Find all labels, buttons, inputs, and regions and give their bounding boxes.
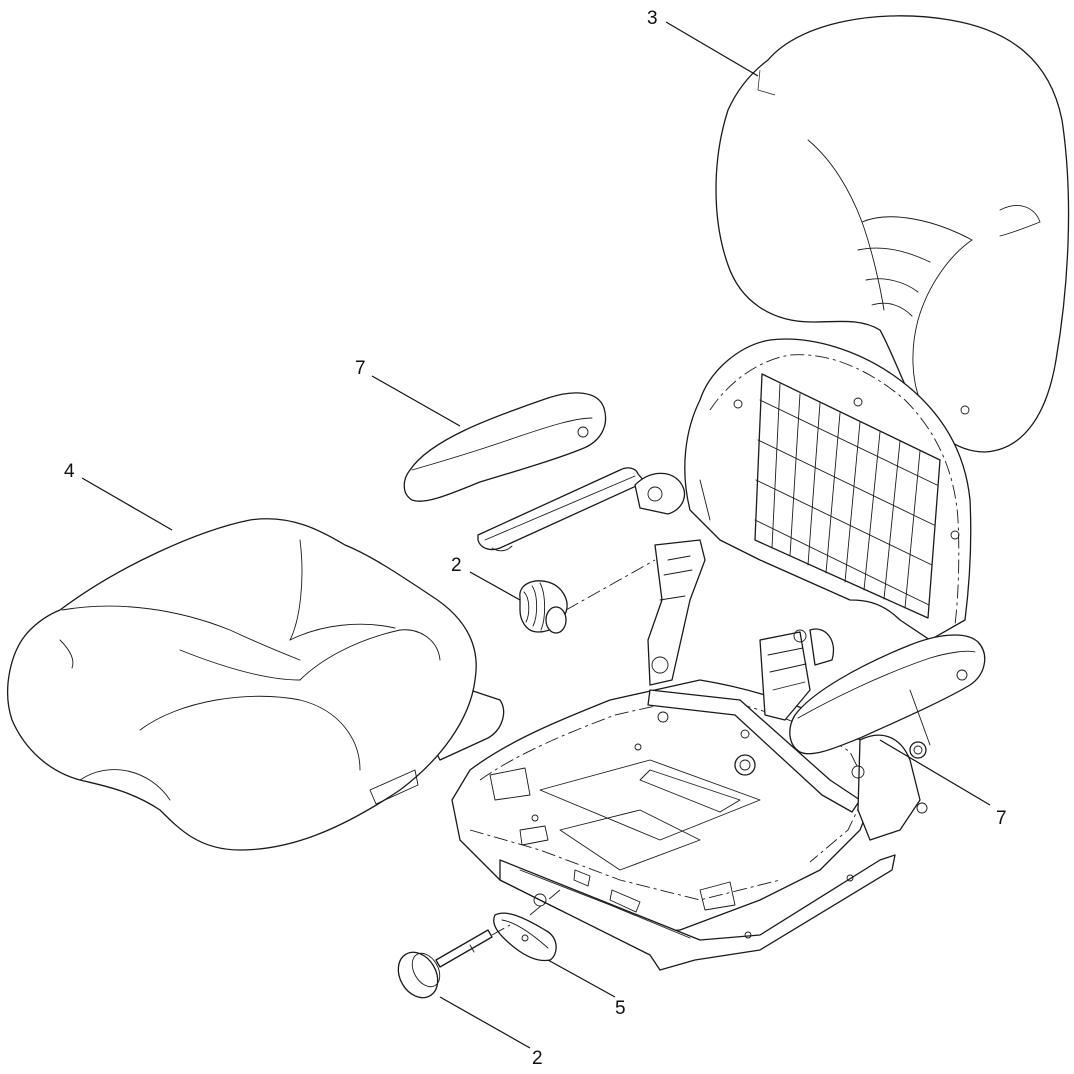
adjustment-knob-lower xyxy=(397,924,511,999)
callout-2-lower: 2 xyxy=(532,1048,543,1069)
leader-4 xyxy=(81,477,173,531)
callout-2-upper: 2 xyxy=(451,555,462,576)
callout-3: 3 xyxy=(647,8,658,29)
leader-lines xyxy=(81,21,991,1049)
callout-7-lower: 7 xyxy=(996,808,1007,829)
leader-7-upper xyxy=(371,375,461,427)
adjustment-knob-upper xyxy=(519,559,656,634)
leader-3 xyxy=(665,21,759,77)
armrest-right xyxy=(789,634,986,759)
callout-4: 4 xyxy=(64,461,75,482)
seat-cushion xyxy=(7,518,505,851)
callout-5: 5 xyxy=(615,998,626,1019)
callout-7-upper: 7 xyxy=(355,358,366,379)
leader-7-lower xyxy=(879,739,991,806)
callout-labels: 3 7 4 2 7 5 2 xyxy=(64,8,1007,1069)
armrest-left xyxy=(403,392,646,552)
seat-frame xyxy=(451,338,972,971)
leader-2-upper xyxy=(469,571,521,601)
leader-2-lower xyxy=(439,996,531,1049)
leader-5 xyxy=(547,959,616,998)
backrest-cushion xyxy=(715,15,1070,453)
